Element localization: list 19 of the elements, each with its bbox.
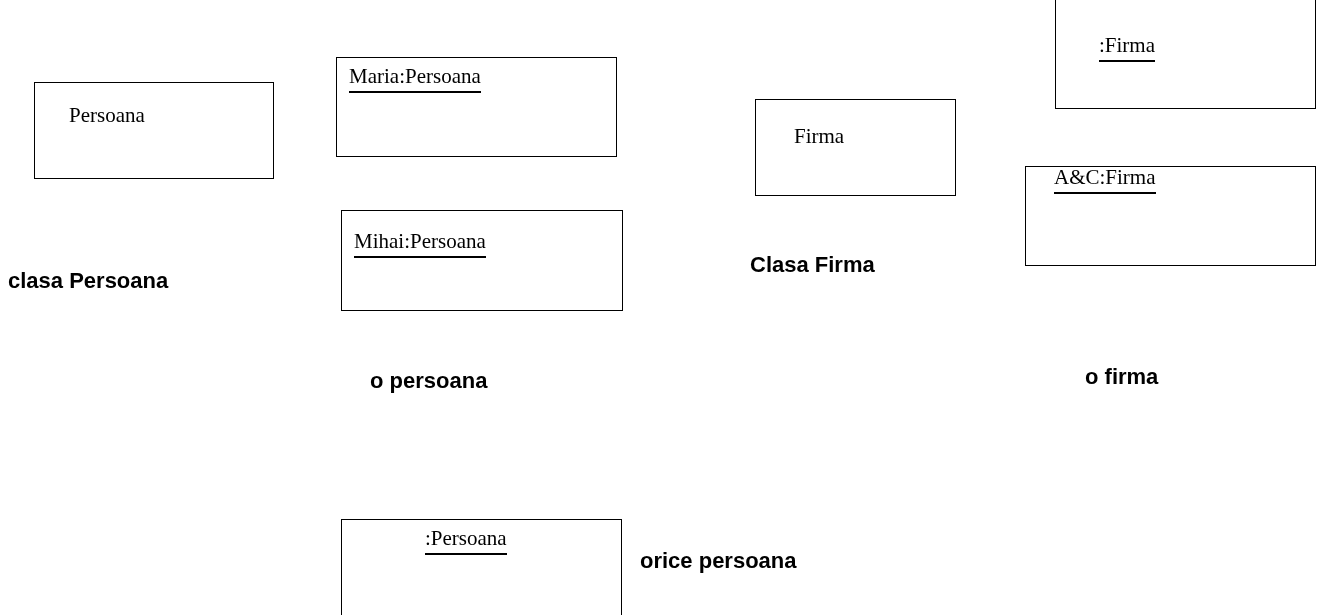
object-name: Maria:Persoana <box>349 64 481 93</box>
caption-label: o persoana <box>370 368 488 394</box>
object-name: A&C:Firma <box>1054 165 1156 194</box>
object-box <box>1055 0 1316 109</box>
class-name: Persoana <box>69 103 145 128</box>
object-box <box>336 57 617 157</box>
caption-label: Clasa Firma <box>750 252 875 278</box>
caption-label: orice persoana <box>640 548 797 574</box>
object-box <box>341 519 622 615</box>
object-box <box>341 210 623 311</box>
object-name: :Persoana <box>425 526 507 555</box>
caption-label: o firma <box>1085 364 1159 390</box>
object-box <box>1025 166 1316 266</box>
object-name: :Firma <box>1099 33 1155 62</box>
class-box <box>34 82 274 179</box>
class-name: Firma <box>794 124 845 149</box>
object-name: Mihai:Persoana <box>354 229 486 258</box>
caption-label: clasa Persoana <box>8 268 169 294</box>
class-box <box>755 99 956 196</box>
